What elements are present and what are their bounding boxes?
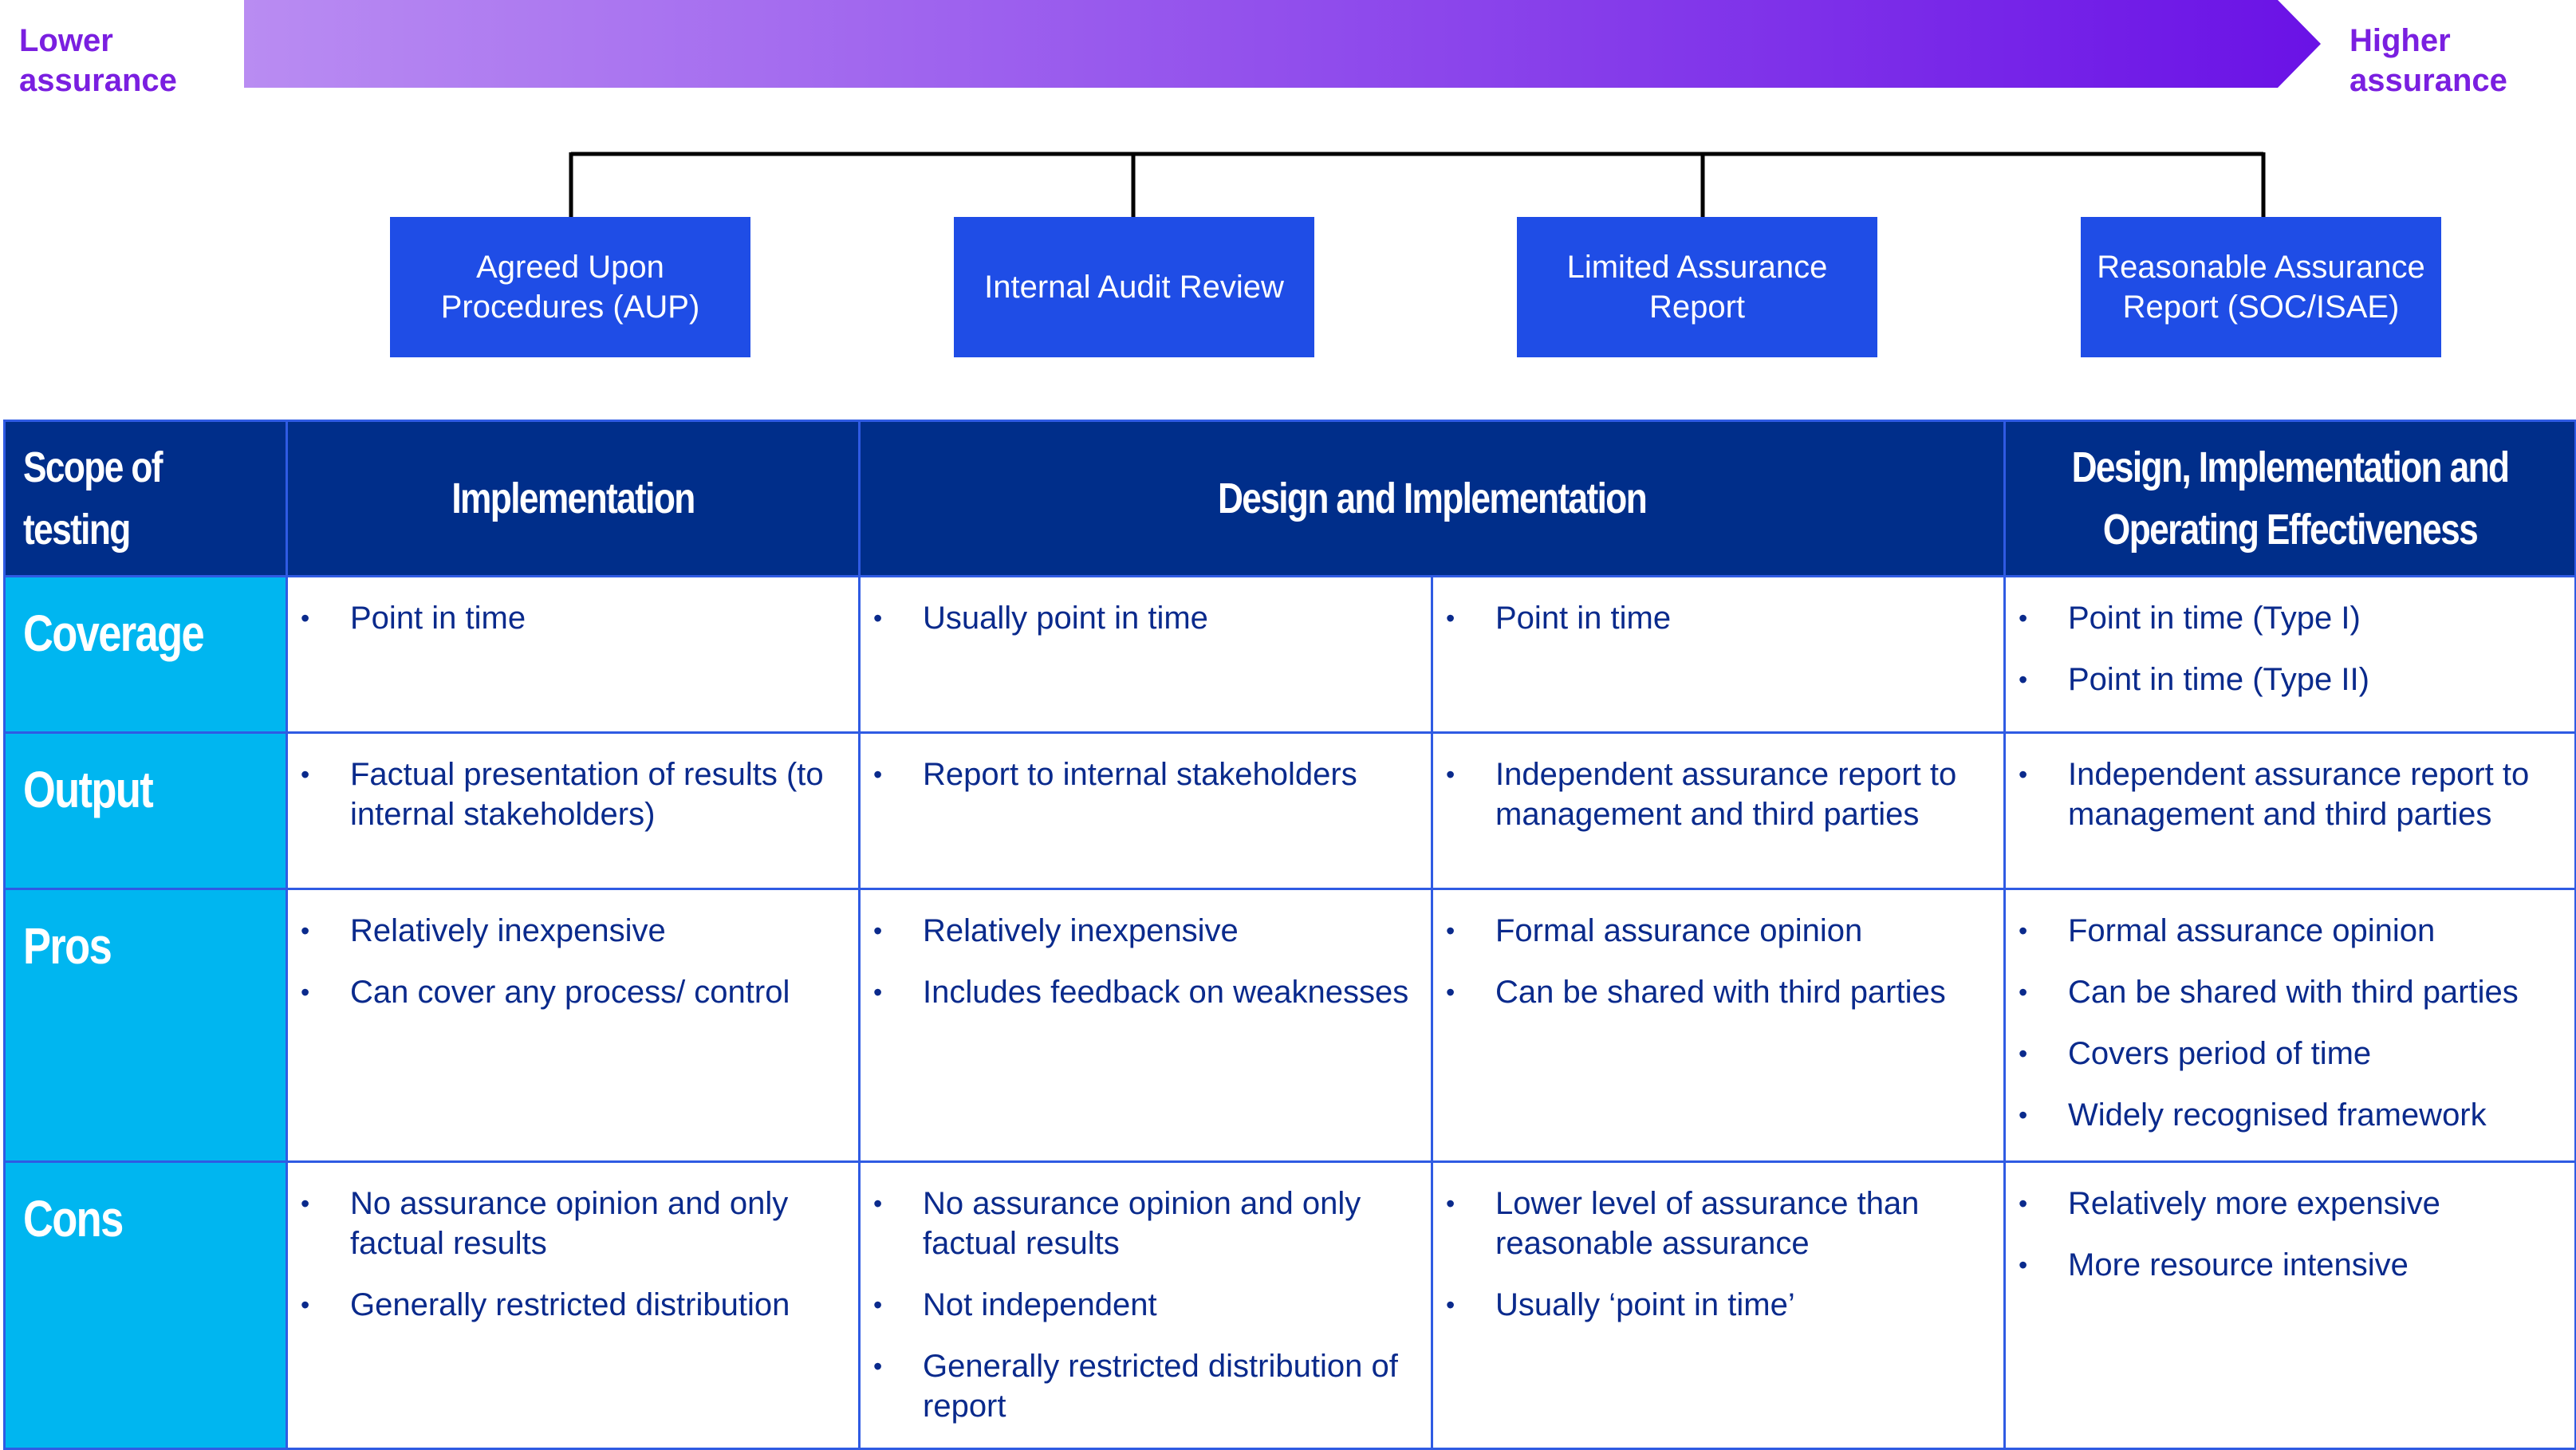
bullet-list: Point in time (Type I) Point in time (Typ… <box>2006 577 2574 699</box>
box-agreed-upon-procedures: Agreed Upon Procedures (AUP) <box>390 217 750 357</box>
table-cell: Independent assurance report to manageme… <box>2003 731 2576 890</box>
higher-assurance-label: Higher assurance <box>2350 21 2507 100</box>
bullet-item: Point in time <box>299 598 847 638</box>
bullet-list: Formal assurance opinionCan be shared wi… <box>1433 890 2003 1012</box>
bullet-list: Lower level of assurance than reasonable… <box>1433 1163 2003 1325</box>
box-reasonable-assurance-report: Reasonable Assurance Report (SOC/ISAE) <box>2081 217 2441 357</box>
bullet-item: Relatively more expensive <box>2017 1184 2563 1223</box>
bullet-item: Formal assurance opinion <box>2017 911 2563 951</box>
table-cell: Lower level of assurance than reasonable… <box>1431 1160 2006 1450</box>
bullet-item: Covers period of time <box>2017 1034 2563 1074</box>
bullet-item: Generally restricted distribution of rep… <box>872 1346 1420 1426</box>
table-cell: No assurance opinion and only factual re… <box>858 1160 1433 1450</box>
table-cell: Formal assurance opinionCan be shared wi… <box>1431 888 2006 1163</box>
row-label-coverage: Coverage <box>3 575 288 734</box>
bullet-list: Report to internal stakeholders <box>861 734 1431 794</box>
connector-lines <box>569 152 2266 217</box>
table-body: Coverage Point in time Usually point in … <box>3 575 2576 1450</box>
lower-assurance-label: Lower assurance <box>19 21 177 100</box>
row-label-output: Output <box>3 731 288 890</box>
comparison-table: Scope of testing Implementation Design a… <box>3 420 2576 1450</box>
bullet-list: Factual presentation of results (to inte… <box>288 734 858 834</box>
assurance-scale-diagram <box>244 0 2321 217</box>
bullet-item: Generally restricted distribution <box>299 1285 847 1325</box>
table-header-row: Scope of testing Implementation Design a… <box>3 420 2576 577</box>
assurance-gradient-arrow <box>244 0 2321 88</box>
table-cell: No assurance opinion and only factual re… <box>286 1160 861 1450</box>
bullet-item: Includes feedback on weaknesses <box>872 972 1420 1012</box>
table-cell: Usually point in time <box>858 575 1433 734</box>
box-limited-assurance-report: Limited Assurance Report <box>1517 217 1877 357</box>
table-cell: Point in time <box>286 575 861 734</box>
bullet-item: Not independent <box>872 1285 1420 1325</box>
table-row-cons: Cons No assurance opinion and only factu… <box>3 1160 2576 1450</box>
header-implementation: Implementation <box>286 420 861 577</box>
table-row-output: Output Factual presentation of results (… <box>3 731 2576 890</box>
bullet-item: Point in time <box>1444 598 1992 638</box>
bullet-item: Independent assurance report to manageme… <box>1444 755 1992 834</box>
header-scope-of-testing: Scope of testing <box>3 420 288 577</box>
bullet-list: Relatively inexpensiveIncludes feedback … <box>861 890 1431 1012</box>
bullet-item: No assurance opinion and only factual re… <box>872 1184 1420 1263</box>
bullet-item: Independent assurance report to manageme… <box>2017 755 2563 834</box>
bullet-item: Usually ‘point in time’ <box>1444 1285 1992 1325</box>
bullet-item: Relatively inexpensive <box>299 911 847 951</box>
bullet-item: Relatively inexpensive <box>872 911 1420 951</box>
bullet-item: Can be shared with third parties <box>1444 972 1992 1012</box>
table-cell: Report to internal stakeholders <box>858 731 1433 890</box>
table-row-pros: Pros Relatively inexpensiveCan cover any… <box>3 888 2576 1163</box>
box-label: Internal Audit Review <box>984 270 1284 305</box>
bullet-list: Relatively inexpensiveCan cover any proc… <box>288 890 858 1012</box>
bullet-list: Point in time <box>1433 577 2003 638</box>
table-cell: Relatively inexpensiveCan cover any proc… <box>286 888 861 1163</box>
header-design-and-implementation: Design and Implementation <box>858 420 2006 577</box>
bullet-list: Independent assurance report to manageme… <box>1433 734 2003 834</box>
bullet-item: Formal assurance opinion <box>1444 911 1992 951</box>
bullet-item: Factual presentation of results (to inte… <box>299 755 847 834</box>
row-label-pros: Pros <box>3 888 288 1163</box>
bullet-list: No assurance opinion and only factual re… <box>288 1163 858 1325</box>
bullet-list: Relatively more expensiveMore resource i… <box>2006 1163 2574 1285</box>
bullet-item: Widely recognised framework <box>2017 1095 2563 1135</box>
bullet-item: More resource intensive <box>2017 1245 2563 1285</box>
table-row-coverage: Coverage Point in time Usually point in … <box>3 575 2576 734</box>
table-cell: Factual presentation of results (to inte… <box>286 731 861 890</box>
lower-label-line2: assurance <box>19 63 177 98</box>
bullet-item: Point in time (Type II) <box>2017 660 2563 699</box>
table-cell: Point in time <box>1431 575 2006 734</box>
bullet-item: Can be shared with third parties <box>2017 972 2563 1012</box>
lower-label-line1: Lower <box>19 23 113 58</box>
table-cell: Formal assurance opinionCan be shared wi… <box>2003 888 2576 1163</box>
bullet-item: No assurance opinion and only factual re… <box>299 1184 847 1263</box>
bullet-item: Can cover any process/ control <box>299 972 847 1012</box>
bullet-list: No assurance opinion and only factual re… <box>861 1163 1431 1426</box>
bullet-list: Point in time <box>288 577 858 638</box>
bullet-item: Usually point in time <box>872 598 1420 638</box>
table-cell: Relatively inexpensiveIncludes feedback … <box>858 888 1433 1163</box>
header-design-implementation-operating-effectiveness: Design, Implementation and Operating Eff… <box>2003 420 2576 577</box>
bullet-item: Point in time (Type I) <box>2017 598 2563 638</box>
box-label: Reasonable Assurance Report (SOC/ISAE) <box>2097 250 2425 325</box>
table-cell: Point in time (Type I) Point in time (Typ… <box>2003 575 2576 734</box>
box-internal-audit-review: Internal Audit Review <box>954 217 1314 357</box>
table-cell: Independent assurance report to manageme… <box>1431 731 2006 890</box>
bullet-list: Independent assurance report to manageme… <box>2006 734 2574 834</box>
higher-label-line2: assurance <box>2350 63 2507 98</box>
table-cell: Relatively more expensiveMore resource i… <box>2003 1160 2576 1450</box>
bullet-list: Formal assurance opinionCan be shared wi… <box>2006 890 2574 1135</box>
bullet-item: Report to internal stakeholders <box>872 755 1420 794</box>
higher-label-line1: Higher <box>2350 23 2451 58</box>
bullet-list: Usually point in time <box>861 577 1431 638</box>
box-label: Agreed Upon Procedures (AUP) <box>440 250 700 325</box>
box-label: Limited Assurance Report <box>1566 250 1828 325</box>
bullet-item: Lower level of assurance than reasonable… <box>1444 1184 1992 1263</box>
row-label-cons: Cons <box>3 1160 288 1450</box>
